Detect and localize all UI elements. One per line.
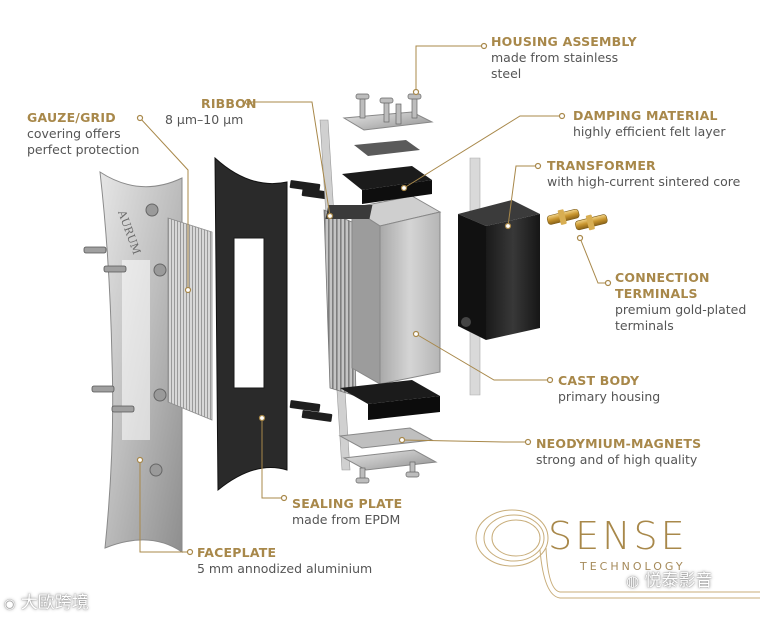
callout-desc: 8 µm–10 µm <box>165 112 244 127</box>
leader-lines <box>139 45 608 553</box>
sense-logo-swirl <box>475 509 760 599</box>
callout-desc: perfect protection <box>27 142 140 157</box>
callout-transformer: TRANSFORMER with high-current sintered c… <box>547 158 740 190</box>
leader-connection <box>579 237 608 284</box>
weibo-icon: ◉ <box>4 597 16 612</box>
leader-transformer <box>507 165 538 227</box>
callout-sealing-plate: SEALING PLATE made from EPDM <box>292 496 402 528</box>
callout-title: TRANSFORMER <box>547 158 656 173</box>
watermark-right-text: 悦泰影音 <box>644 571 713 591</box>
leader-housing <box>415 45 484 92</box>
sealing-plate-part <box>214 156 288 492</box>
callout-title: FACEPLATE <box>197 545 277 560</box>
callout-neodymium-magnets: NEODYMIUM-MAGNETS strong and of high qua… <box>536 436 701 468</box>
callout-desc: 5 mm annodized aluminium <box>197 561 373 576</box>
connection-terminals-part <box>546 208 608 231</box>
leader-faceplate <box>139 460 190 553</box>
leader-neodymium <box>401 439 528 443</box>
callout-title: CONNECTION <box>615 270 710 285</box>
brand-subtitle: TECHNOLOGY <box>580 560 686 573</box>
callout-title: GAUZE/GRID <box>27 110 116 125</box>
leader-gauze <box>139 117 189 290</box>
callout-desc: with high-current sintered core <box>547 174 741 189</box>
leader-dots <box>136 42 612 556</box>
watermark-left: ◉ 大歐跨境 <box>4 588 89 613</box>
callout-desc: made from stainless <box>491 50 619 65</box>
callout-desc: made from EPDM <box>292 512 401 527</box>
callout-faceplate: FACEPLATE 5 mm annodized aluminium <box>197 545 372 577</box>
wechat-icon: ◍ <box>626 572 640 590</box>
watermark-right: ◍ 悦泰影音 <box>626 566 713 591</box>
callout-title: HOUSING ASSEMBLY <box>491 34 637 49</box>
callout-title: CAST BODY <box>558 373 640 388</box>
brand-word: SENSE <box>548 514 688 558</box>
neodymium-plate-part <box>338 427 438 484</box>
callout-housing-assembly: HOUSING ASSEMBLY made from stainless ste… <box>491 34 637 82</box>
callout-title: SEALING PLATE <box>292 496 403 511</box>
callout-desc: highly efficient felt layer <box>573 124 726 139</box>
callout-connection-terminals: CONNECTION TERMINALS premium gold-plated… <box>615 270 746 334</box>
callout-desc: covering offers <box>27 126 121 141</box>
magnet-fins <box>323 209 357 397</box>
callout-desc: primary housing <box>558 389 661 404</box>
top-plate-part <box>354 140 420 156</box>
bottom-felt-part <box>340 380 440 420</box>
callout-damping-material: DAMPING MATERIAL highly efficient felt l… <box>573 108 726 140</box>
gauze-grid-part <box>167 217 213 421</box>
housing-top-part <box>342 93 434 131</box>
callout-desc: steel <box>491 66 522 81</box>
leader-castbody <box>415 333 550 381</box>
damping-material-part <box>342 166 432 204</box>
leader-damping <box>403 115 562 189</box>
callout-title: RIBBON <box>201 96 257 111</box>
callout-cast-body: CAST BODY primary housing <box>558 373 660 405</box>
leader-sealing <box>261 418 284 499</box>
callout-desc: strong and of high quality <box>536 452 698 467</box>
transformer-part <box>458 200 540 340</box>
callout-gauze-grid: GAUZE/GRID covering offers perfect prote… <box>27 110 139 158</box>
callout-desc: premium gold-plated <box>615 302 747 317</box>
leader-ribbon <box>248 101 331 217</box>
faceplate-screws <box>83 246 135 413</box>
callout-desc: terminals <box>615 318 674 333</box>
callout-title: NEODYMIUM-MAGNETS <box>536 436 702 451</box>
cast-body-part <box>325 195 442 385</box>
watermark-left-text: 大歐跨境 <box>20 593 89 613</box>
callout-ribbon: RIBBON 8 µm–10 µm <box>165 96 257 128</box>
callout-title: DAMPING MATERIAL <box>573 108 718 123</box>
callout-title-line2: TERMINALS <box>615 286 698 301</box>
